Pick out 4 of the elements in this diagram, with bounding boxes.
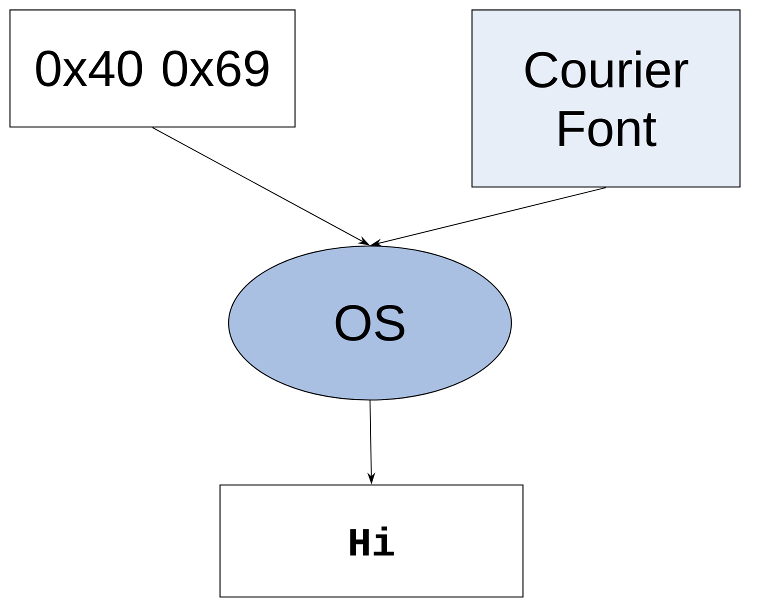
text-box: 0x40 0x69 [9, 9, 296, 128]
ellipse-node: OS [228, 245, 512, 401]
text-box: Courier Font [471, 9, 741, 188]
text-box: Hi [220, 484, 524, 598]
